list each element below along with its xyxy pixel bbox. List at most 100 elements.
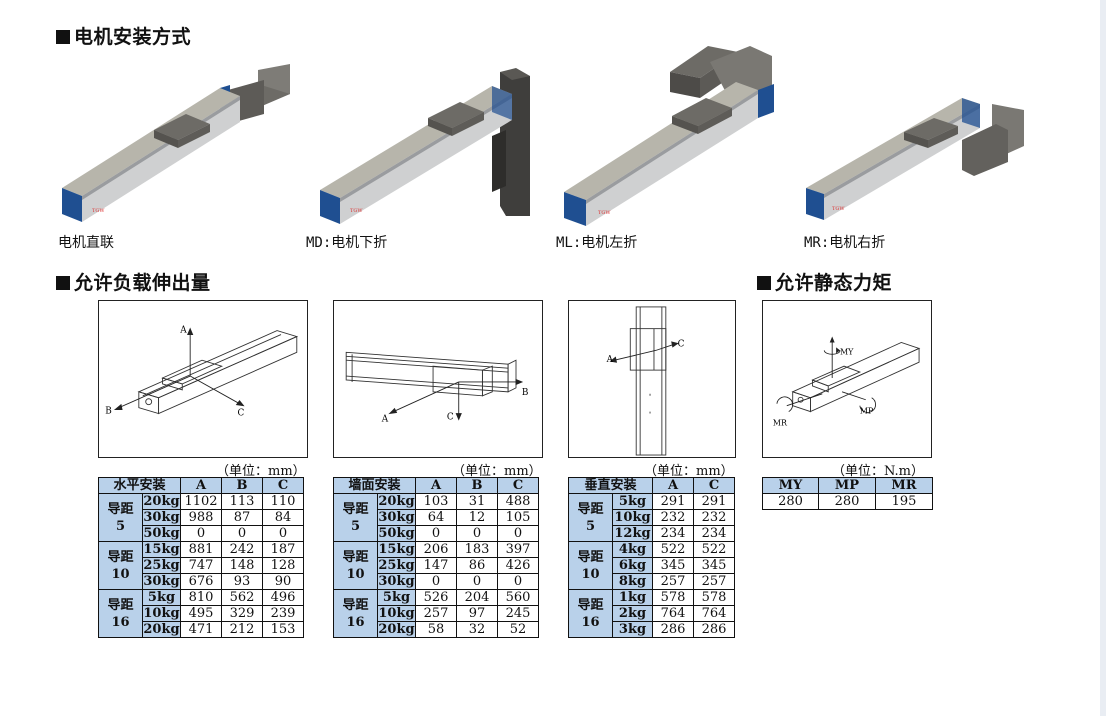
unit-label-wall: （单位：mm） xyxy=(452,464,542,479)
col-header: MP xyxy=(818,477,876,494)
value-cell: 212 xyxy=(221,621,263,638)
col-header: A xyxy=(180,477,222,494)
value-cell: 495 xyxy=(180,605,222,622)
table-title: 垂直安装 xyxy=(568,477,653,494)
mount-ml-illustration: TGW xyxy=(560,42,790,228)
load-cell: 30kg xyxy=(377,573,416,590)
value-cell: 242 xyxy=(221,541,263,558)
value-cell: 105 xyxy=(497,509,539,526)
table-static-moment: MY MP MR 280 280 195 xyxy=(762,477,933,510)
load-cell: 30kg xyxy=(142,509,181,526)
col-header: MY xyxy=(762,477,819,494)
value-cell: 86 xyxy=(456,557,498,574)
col-header: B xyxy=(456,477,498,494)
value-cell: 578 xyxy=(693,589,735,606)
value-cell: 153 xyxy=(262,621,304,638)
value-cell: 148 xyxy=(221,557,263,574)
mount-label-ml: ML:电机左折 xyxy=(556,235,638,251)
lead-label: 导距 xyxy=(107,501,134,517)
value-cell: 110 xyxy=(262,493,304,510)
heading-static-moment: 允许静态力矩 xyxy=(757,268,892,295)
value-cell: 0 xyxy=(415,573,457,590)
mount-direct-illustration: TGW xyxy=(58,62,298,228)
linear-actuator-motor-fold-down-icon: TGW xyxy=(320,68,530,224)
value-cell: 103 xyxy=(415,493,457,510)
value-cell: 257 xyxy=(693,573,735,590)
table-header-row: 垂直安装 A C xyxy=(568,477,735,494)
lead-label: 导距 xyxy=(342,501,369,517)
mount-label-direct: 电机直联 xyxy=(58,235,114,251)
value-cell: 1102 xyxy=(180,493,222,510)
load-cell: 20kg xyxy=(142,493,181,510)
diagram-label-a: A xyxy=(179,326,187,336)
svg-text:TGW: TGW xyxy=(92,208,105,214)
load-cell: 30kg xyxy=(142,573,181,590)
diagram-horizontal-mount: A B C xyxy=(98,300,308,458)
value-cell: 526 xyxy=(415,589,457,606)
value-cell: 232 xyxy=(693,509,735,526)
load-cell: 10kg xyxy=(142,605,181,622)
svg-text:TGW: TGW xyxy=(598,210,611,216)
table-row: 10kg 495 329 239 xyxy=(99,605,304,622)
value-cell: 31 xyxy=(456,493,498,510)
table-row: 20kg 471 212 153 xyxy=(99,621,304,638)
value-cell: 496 xyxy=(262,589,304,606)
value-cell: 64 xyxy=(415,509,457,526)
load-cell: 3kg xyxy=(612,621,653,638)
table-title: 墙面安装 xyxy=(333,477,416,494)
mount-label-mr: MR:电机右折 xyxy=(804,235,886,251)
value-cell: 187 xyxy=(262,541,304,558)
value-cell: 90 xyxy=(262,573,304,590)
diagram-label-c: C xyxy=(238,409,245,419)
table-row: 8kg 257 257 xyxy=(569,573,735,590)
value-cell: 0 xyxy=(456,525,498,542)
value-cell: 0 xyxy=(262,525,304,542)
diagram-label-a: A xyxy=(606,355,614,365)
col-header: MR xyxy=(875,477,933,494)
value-cell: 280 xyxy=(818,493,876,510)
value-cell: 280 xyxy=(762,493,819,510)
load-cell: 4kg xyxy=(612,541,653,558)
value-cell: 562 xyxy=(221,589,263,606)
value-cell: 183 xyxy=(456,541,498,558)
unit-label-horizontal: （单位：mm） xyxy=(216,464,306,479)
lead-label: 导距 xyxy=(577,549,604,565)
diagram-vertical-mount: A C xyxy=(568,300,736,458)
load-cell: 6kg xyxy=(612,557,653,574)
vertical-overhang-diagram-icon: A C xyxy=(606,306,685,456)
heading-motor-mounting: 电机安装方式 xyxy=(56,22,191,49)
value-cell: 93 xyxy=(221,573,263,590)
static-moment-diagram-icon: MY MP MR xyxy=(773,336,921,427)
value-cell: 128 xyxy=(262,557,304,574)
lead-label: 导距 xyxy=(342,597,369,613)
value-cell: 87 xyxy=(221,509,263,526)
value-cell: 522 xyxy=(652,541,694,558)
value-cell: 147 xyxy=(415,557,457,574)
value-cell: 239 xyxy=(262,605,304,622)
heading-text: 允许负载伸出量 xyxy=(74,272,211,294)
diagram-label-b: B xyxy=(522,388,529,398)
horizontal-overhang-diagram-icon: A B C xyxy=(105,326,299,419)
load-cell: 30kg xyxy=(377,509,416,526)
col-header: A xyxy=(415,477,457,494)
lead-value: 5 xyxy=(350,518,361,534)
load-cell: 5kg xyxy=(612,493,653,510)
table-header-row: MY MP MR xyxy=(762,477,933,494)
col-header: C xyxy=(497,477,539,494)
value-cell: 0 xyxy=(415,525,457,542)
load-cell: 2kg xyxy=(612,605,653,622)
diagram-wall-mount: A B C xyxy=(333,300,543,458)
load-cell: 25kg xyxy=(377,557,416,574)
